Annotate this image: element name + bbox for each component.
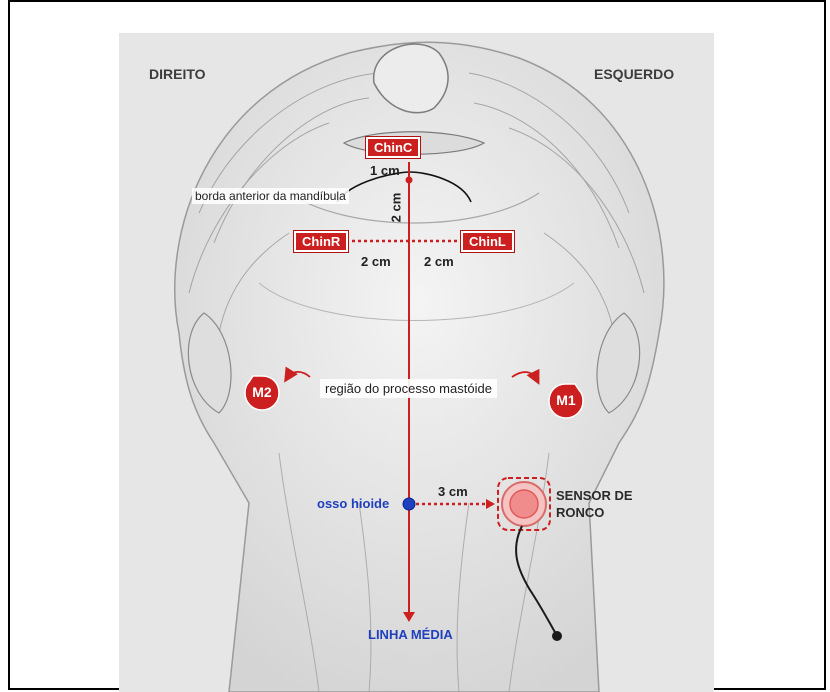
- mandible-border-arc: [337, 172, 471, 202]
- dim-3cm: 3 cm: [438, 484, 468, 499]
- label-sensor: SENSOR DE RONCO: [556, 487, 633, 521]
- sensor-cable: [516, 526, 556, 634]
- dim-2cm-right: 2 cm: [424, 254, 454, 269]
- hyoid-arrow-head: [486, 499, 495, 509]
- midline-arrow-down: [403, 612, 415, 622]
- dim-1cm: 1 cm: [370, 163, 400, 178]
- sensor-line-2: RONCO: [556, 504, 633, 521]
- m2-label: M2: [243, 384, 281, 400]
- m1-label: M1: [547, 392, 585, 408]
- sensor-line-1: SENSOR DE: [556, 487, 633, 504]
- tag-chin-l: ChinL: [461, 231, 514, 252]
- hyoid-dot: [403, 498, 415, 510]
- label-mastoid-region: região do processo mastóide: [320, 379, 497, 398]
- chin-point: [406, 177, 413, 184]
- tag-chin-r: ChinR: [294, 231, 348, 252]
- label-mandible: borda anterior da mandíbula: [192, 188, 349, 204]
- electrode-m1: M1: [547, 382, 585, 420]
- tag-chin-c: ChinC: [366, 137, 420, 158]
- dim-2cm-left: 2 cm: [361, 254, 391, 269]
- mastoid-arrow-right: [287, 372, 310, 378]
- label-hyoid: osso hioide: [317, 496, 389, 511]
- dim-2cm-vertical: 2 cm: [388, 193, 403, 223]
- label-midline: LINHA MÉDIA: [368, 627, 453, 642]
- mastoid-arrow-left: [512, 372, 537, 380]
- sensor-inner: [510, 490, 538, 518]
- electrode-m2: M2: [243, 374, 281, 412]
- sensor-cable-end: [552, 631, 562, 641]
